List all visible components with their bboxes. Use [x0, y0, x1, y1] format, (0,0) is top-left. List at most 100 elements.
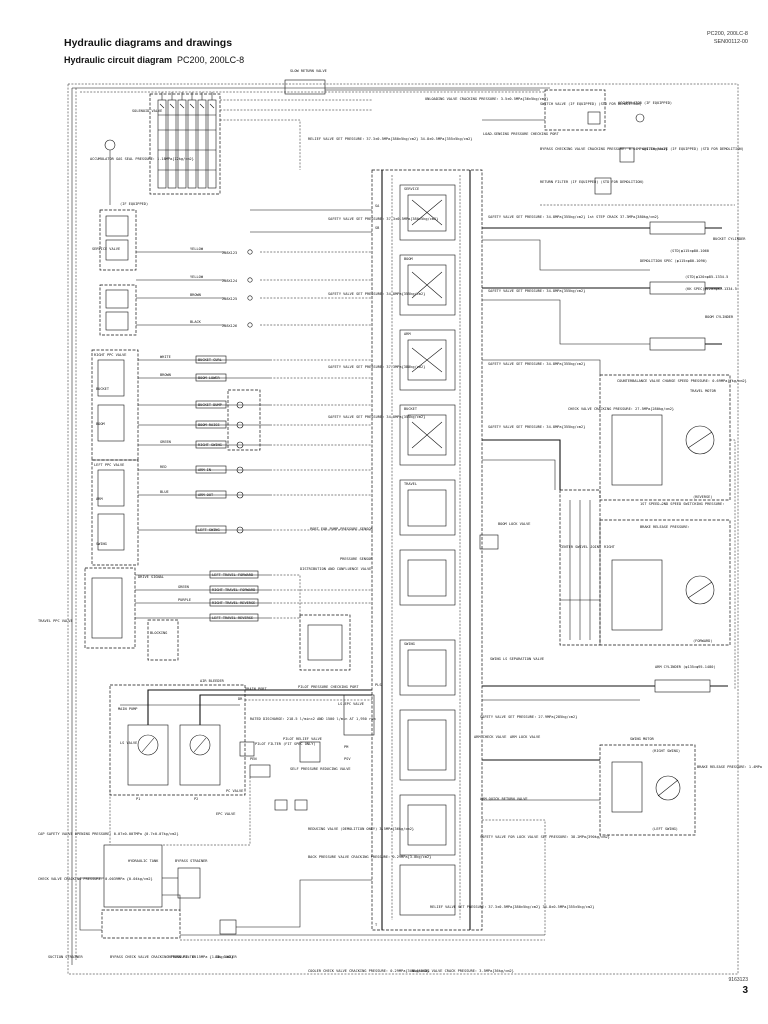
label-boom-ppc: BOOM	[96, 422, 105, 426]
label-left-ppc: LEFT PPC VALVE	[94, 463, 124, 467]
left-ppc-valve: LEFT PPC VALVE ARM SWING	[91, 459, 139, 566]
port-pen: PEN	[250, 757, 257, 761]
label-pilot-filter: PILOT FILTER (FIT SPEC ONLY)	[255, 742, 316, 746]
label-air-bleeder: AIR BLEEDER	[200, 679, 225, 683]
label-main-pump: MAIN PUMP	[118, 707, 137, 711]
port-pls: PLS	[375, 683, 382, 687]
diagram-subtitle: Hydraulic circuit diagram PC200, 200LC-8	[64, 55, 244, 65]
label-p2: P2	[194, 797, 198, 801]
solenoid-valve-block: SOLENOID VALVE	[132, 92, 221, 195]
label-lspc: LS-EPC VALVE	[338, 702, 364, 706]
row-left-travel-forward: LEFT TRAVEL FORWARD	[212, 573, 253, 577]
label-solenoid: SOLENOID VALVE	[132, 109, 162, 113]
row-arm-out: ARM OUT	[198, 493, 214, 497]
label-accumulator-left: ACCUMULATOR GAS SEAL PRESSURE: 1.18MPa{1…	[90, 157, 194, 161]
label-safety-2: SAFETY VALVE SET PRESSURE: 34.8MPa{355kg…	[328, 292, 425, 296]
label-return-filter-right: RETURN FILTER (IF EQUIPPED) (STD FOR DEM…	[540, 180, 644, 184]
label-right-ppc: RIGHT PPC VALVE	[94, 353, 126, 357]
label-switch-valve-2: SWITCH VALVE (IF EQUIPPED) (STD FOR DEMO…	[642, 147, 744, 151]
row-bucket-curl: BUCKET CURL	[198, 358, 222, 362]
label-pilot-relief: PILOT RELIEF VALVE	[283, 737, 322, 741]
label-boom-cylinder: BOOM CYLINDER	[705, 315, 734, 319]
center-swivel-joint: CENTER SWIVEL JOINT	[559, 489, 602, 646]
label-bucket-spool: BUCKET	[404, 407, 418, 411]
label-forward: (FORWARD)	[693, 639, 712, 643]
label-suction-strainer: SUCTION STRAINER	[48, 955, 83, 959]
label-bypass-check-bottom: BYPASS CHECK VALVE CRACKING PRESSURE: 0.…	[110, 955, 233, 959]
row-right-travel-forward: RIGHT TRAVEL FORWARD	[212, 588, 255, 592]
subtitle-text: Hydraulic circuit diagram	[64, 55, 173, 65]
label-safety-1: SAFETY VALVE SET PRESSURE: 37.3±0.5MPa{3…	[328, 217, 438, 221]
header-right-code: SEN00112-00	[713, 39, 748, 45]
code-208x125: 208X125	[222, 297, 237, 301]
accumulator-left: ACCUMULATOR GAS SEAL PRESSURE: 1.18MPa{1…	[90, 139, 194, 206]
wire-green-2: GREEN	[178, 585, 189, 589]
right-ppc-valve: RIGHT PPC VALVE BUCKET BOOM	[91, 349, 139, 461]
label-swing-spool: SWING	[404, 642, 415, 646]
travel-motor-lower: BRAKE RELEASE PRESSURE: RIGHT (FORWARD)	[599, 519, 731, 646]
spool-arm-2	[399, 709, 456, 781]
wire-brown-2: BROWN	[160, 373, 171, 377]
right-top-components: SWITCH VALVE (IF EQUIPPED) (STD FOR DEMO…	[540, 89, 744, 206]
spool-swing: SWING	[399, 639, 456, 696]
row-boom-raise: BOOM RAISE	[198, 423, 220, 427]
ppc-wiring-left: YELLOW YELLOW BROWN BLACK 208X123 208X12…	[136, 247, 253, 328]
connecting-lines	[79, 89, 736, 935]
page-title: Hydraulic diagrams and drawings	[64, 37, 233, 49]
spool-arm: ARM	[399, 329, 456, 391]
port-dr: DR	[238, 697, 243, 701]
label-relief-bottom: RELIEF VALVE SET PRESSURE: 37.3±0.5MPa{3…	[430, 905, 594, 909]
label-switch-valve: SWITCH VALVE (IF EQUIPPED) (STD FOR DEMO…	[540, 102, 642, 106]
label-rated-discharge: RATED DISCHARGE: 218.5 l/min×2 AND 1500 …	[250, 717, 376, 721]
label-bucket-spec-demo: DEMOLITION SPEC (φ115×φ80-1090)	[640, 259, 707, 263]
label-blocking: BLOCKING	[150, 631, 167, 635]
label-travel-motor: TRAVEL MOTOR	[690, 389, 717, 393]
center-labels-left: SLOW RETURN VALVE RELIEF VALVE SET PRESS…	[284, 69, 514, 973]
code-208x126: 208X126	[222, 324, 237, 328]
header-right: PC200, 200LC-8 SEN00112-00	[707, 30, 748, 46]
label-speed-switch: 1ST SPEED→2ND SPEED SWITCHING PRESSURE:	[640, 502, 724, 506]
label-right-travel: RIGHT	[604, 545, 616, 549]
label-load-sensing: LOAD-SENSING PRESSURE CHECKING PORT	[483, 132, 560, 136]
label-boom-spec-std: (STD)φ120×φ85-1334.5	[685, 275, 728, 279]
spool-boom-2	[399, 794, 456, 856]
label-epc-valve: EPC VALVE	[216, 812, 235, 816]
label-travel-ppc: TRAVEL PPC VALVE	[38, 619, 73, 623]
spool-bucket: BUCKET	[399, 404, 456, 466]
footer-code: 9163123	[728, 977, 748, 983]
label-oil-cooler: OIL COOLER	[215, 955, 237, 959]
ppc-function-rows: BUCKET CURL BOOM LOWER BUCKET DUMP BOOM …	[138, 355, 270, 534]
subtitle-model: PC200, 200LC-8	[177, 55, 245, 65]
row-right-travel-reverse: RIGHT TRAVEL REVERSE	[212, 601, 255, 605]
label-swing-motor: SWING MOTOR	[630, 737, 655, 741]
label-safety-5: SAFETY VALVE SET PRESSURE: 34.8MPa{355kg…	[488, 215, 659, 219]
row-arm-in: ARM IN	[198, 468, 211, 472]
port-pm: PM	[344, 745, 349, 749]
label-accumulator-right: ACCUMULATOR (IF EQUIPPED)	[618, 101, 672, 105]
label-service-spool: SERVICE	[404, 187, 419, 191]
label-slow-return: SLOW RETURN VALVE	[290, 69, 327, 73]
label-port-pump: PORT FOR PUMP-PRESSURE SENSOR	[310, 527, 374, 531]
label-boom-spec-kk: (KK SPEC)φ120×φ85-1334.5	[685, 287, 737, 291]
header-right-model: PC200, 200LC-8	[707, 31, 748, 37]
port-labels: SA SB PLS PM PSV PEN T DR	[238, 204, 382, 927]
label-safety-7: SAFETY VALVE SET PRESSURE: 34.8MPa{355kg…	[488, 362, 585, 366]
control-valve-stack: SERVICE BOOM ARM BUCKET TRAVEL	[371, 169, 483, 931]
label-check-valve-left: CHECK VALVE CRACKING PRESSURE: 0.0039MPa…	[38, 877, 153, 881]
label-self-pressure: SELF PRESSURE REDUCING VALVE	[290, 767, 351, 771]
label-right-swing: (RIGHT SWING)	[652, 749, 680, 753]
wire-purple: PURPLE	[178, 598, 191, 602]
wire-black: BLACK	[190, 320, 202, 324]
label-arm-spool: ARM	[404, 332, 411, 336]
label-bucket-ppc: BUCKET	[96, 387, 110, 391]
spool-travel-left	[399, 549, 456, 606]
label-brake-release-swing: BRAKE RELEASE PRESSURE: 1.4MPa	[697, 765, 762, 769]
code-208x124: 208X124	[222, 279, 237, 283]
code-208x123: 208X123	[222, 251, 237, 255]
label-service-valve: SERVICE VALVE	[92, 247, 120, 251]
port-psv: PSV	[344, 757, 351, 761]
label-arm-ppc: ARM	[96, 497, 103, 501]
label-travel-spool: TRAVEL	[404, 482, 417, 486]
hydraulic-tank-group: HYDRAULIC TANK BYPASS STRAINER CAP SAFET…	[38, 832, 545, 959]
